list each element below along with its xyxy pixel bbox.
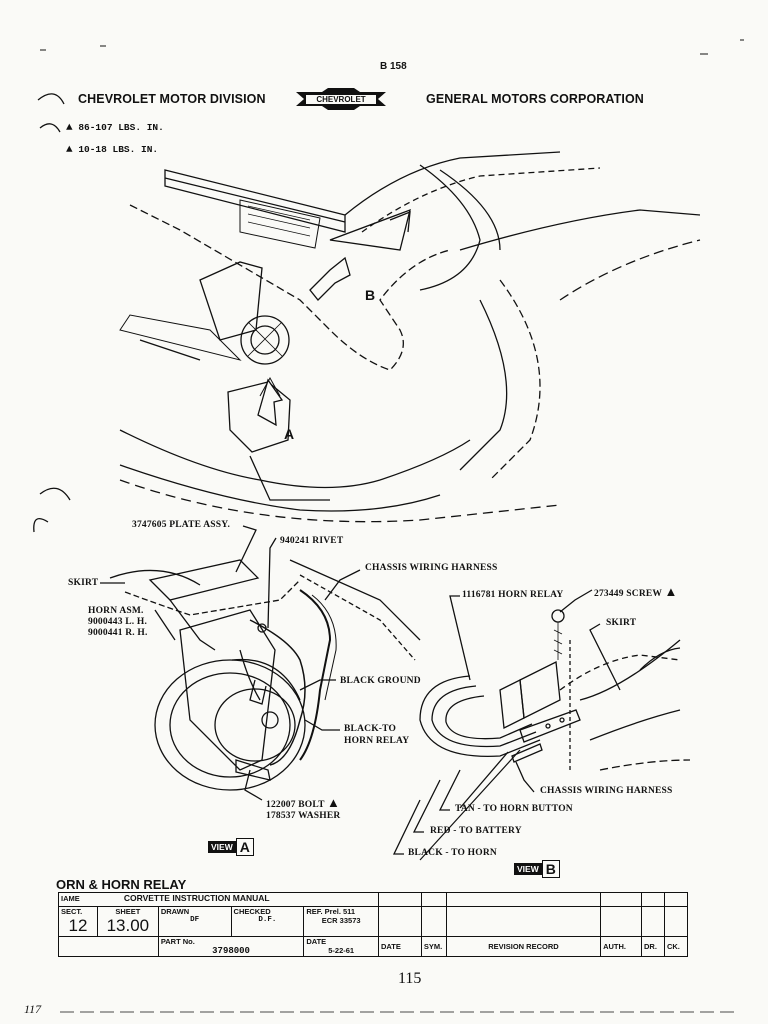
sheet-cell: SHEET 13.00 [96,906,159,937]
torque-spec-1: ▲ 86-107 LBS. IN. [66,122,164,134]
title-block: IAME CORVETTE INSTRUCTION MANUAL SECT. 1… [57,892,689,957]
date-cell: DATE 5-22-61 [303,936,379,957]
skirt-left-label: SKIRT [68,578,99,588]
page-number: 115 [398,970,422,987]
rev-col-date: DATE [378,936,422,957]
tan-wire-label: TAN - TO HORN BUTTON [455,804,573,814]
red-wire-label: RED - TO BATTERY [430,826,522,836]
page-code: B 158 [380,61,407,72]
warning-triangle-icon: ▲ [66,122,73,134]
horn-asm-label: HORN ASM. 9000443 L. H. 9000441 R. H. [88,606,148,638]
drawn-cell: DRAWN DF [157,906,232,937]
warning-triangle-icon: ▲ [664,584,678,599]
logo-text: CHEVROLET [316,95,366,104]
part-cell: PART No. 3798000 [157,936,305,957]
division-title: CHEVROLET MOTOR DIVISION [78,92,266,106]
rivet-label: 940241 RIVET [280,536,344,546]
arrow-a-label: A [284,426,295,442]
black-wire-label: BLACK - TO HORN [408,848,497,858]
chassis-harness-right-label: CHASSIS WIRING HARNESS [540,786,673,796]
rev-col-sym: SYM. [420,936,447,957]
chassis-harness-left-label: CHASSIS WIRING HARNESS [365,563,498,573]
horn-relay-label: 1116781 HORN RELAY [462,590,564,600]
warning-triangle-icon: ▲ [66,144,73,156]
plate-assy-label: 3747605 PLATE ASSY. [132,520,231,530]
black-to-horn-relay-label: BLACK-TO HORN RELAY [344,724,410,746]
manual-name: CORVETTE INSTRUCTION MANUAL [123,893,270,903]
torque-spec-2: ▲ 10-18 LBS. IN. [66,144,159,156]
name-cell: IAME CORVETTE INSTRUCTION MANUAL [57,892,304,907]
checked-cell: CHECKED D.F. [230,906,305,937]
sect-cell: SECT. 12 [58,906,98,937]
screw-label: 273449 SCREW ▲ [594,584,678,599]
corporation-title: GENERAL MOTORS CORPORATION [426,92,644,106]
arrow-b-label: B [365,287,376,303]
ref-cell: REF. Prel. 511 ECR 33573 [303,906,379,937]
drawing-title: ORN & HORN RELAY [56,877,187,892]
warning-triangle-icon: ▲ [327,795,341,810]
black-ground-label: BLACK GROUND [340,676,421,686]
skirt-right-label: SKIRT [606,618,637,628]
rev-col-dr: DR. [641,936,665,957]
bolt-washer-label: 122007 BOLT ▲ 178537 WASHER [266,795,341,821]
rev-col-auth: AUTH. [600,936,642,957]
corner-mark: 117 [24,1002,42,1016]
rev-col-record: REVISION RECORD [445,936,602,957]
chevrolet-bowtie-logo: CHEVROLET [296,88,386,110]
rev-col-ck: CK. [663,936,689,957]
